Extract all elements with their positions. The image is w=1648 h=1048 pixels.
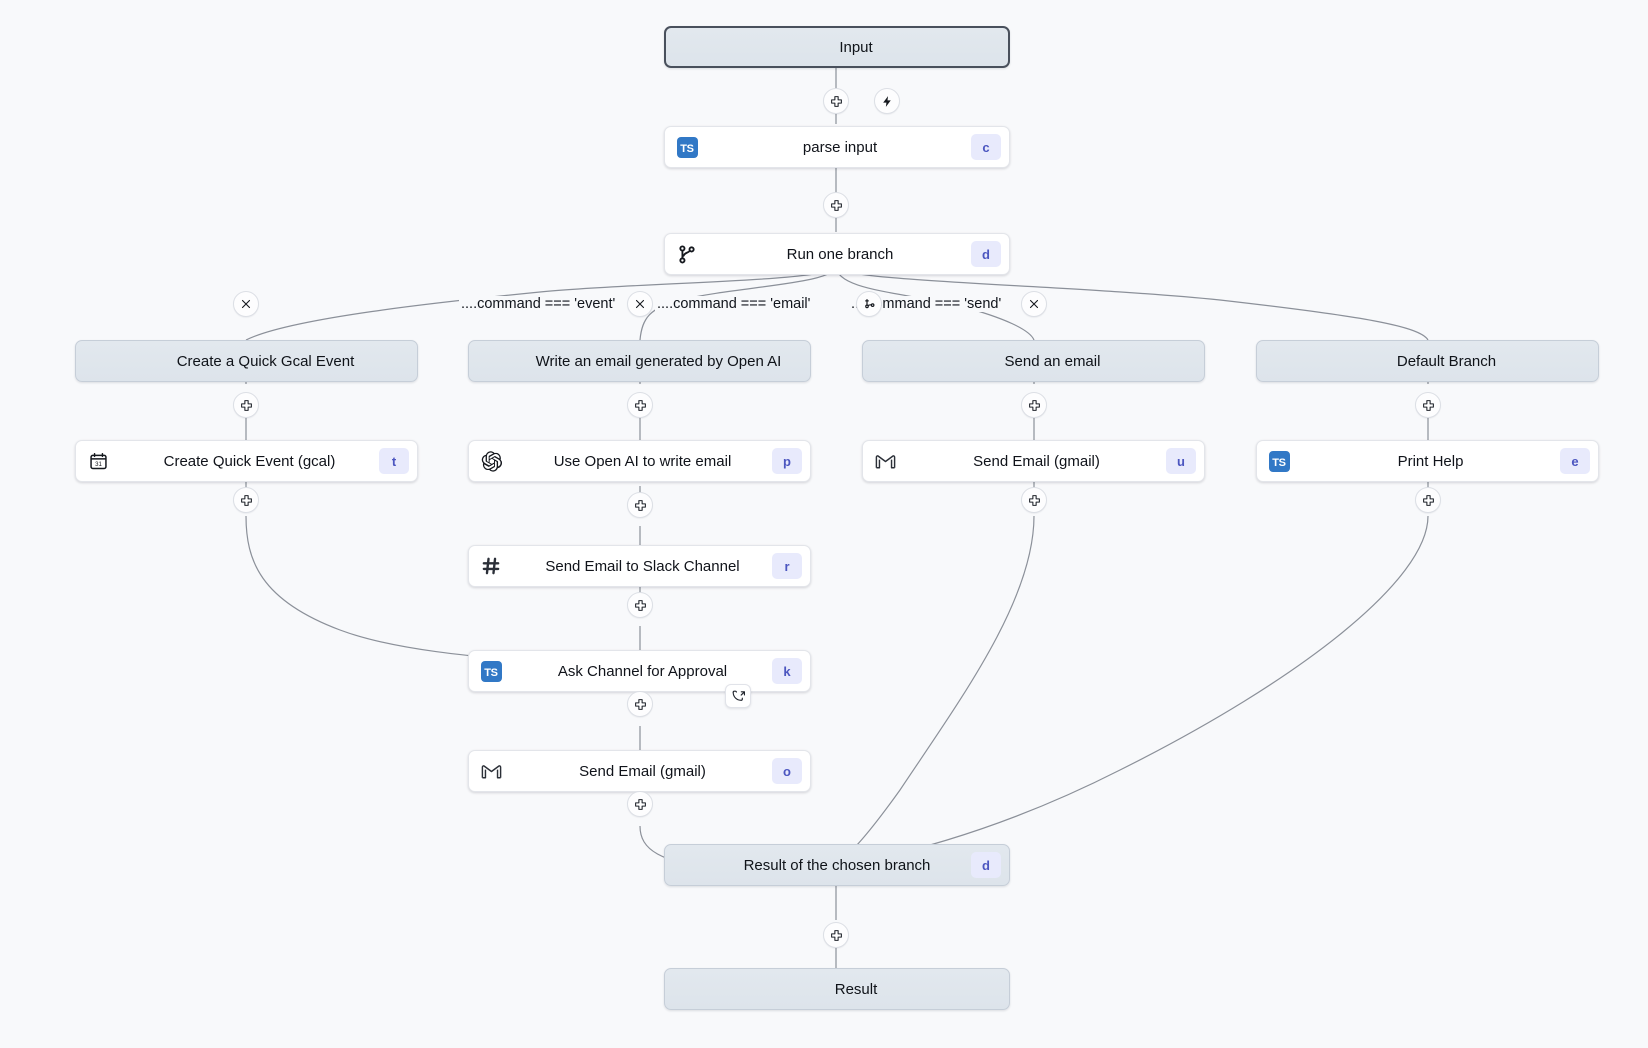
branch-header-send[interactable]: Send an email (862, 340, 1205, 382)
node-send-email-slack[interactable]: Send Email to Slack Channel r (468, 545, 811, 587)
typescript-icon: TS (1257, 450, 1301, 472)
branch-header-event[interactable]: Create a Quick Gcal Event (75, 340, 418, 382)
branch-condition-email: ....command === 'email' (655, 296, 813, 312)
plus-icon (1422, 494, 1434, 506)
plus-icon (830, 929, 842, 941)
node-parse-input-shortcut[interactable]: c (971, 134, 1001, 160)
add-step-handle[interactable] (627, 791, 653, 817)
remove-branch-button[interactable] (1021, 291, 1047, 317)
node-run-one-branch-label: Run one branch (786, 245, 894, 263)
node-parse-input-label: parse input (802, 138, 878, 156)
gmail-icon (469, 760, 513, 783)
node-run-one-branch[interactable]: Run one branch d (664, 233, 1010, 275)
lightning-icon (882, 95, 891, 107)
node-send-email-gmail-right[interactable]: Send Email (gmail) u (862, 440, 1205, 482)
branch-icon (665, 243, 709, 265)
plus-icon (634, 798, 646, 810)
node-run-one-branch-shortcut[interactable]: d (971, 241, 1001, 267)
node-send-email-gmail-mid[interactable]: Send Email (gmail) o (468, 750, 811, 792)
node-send-email-gmail-mid-label: Send Email (gmail) (579, 762, 706, 780)
branch-header-send-label: Send an email (1004, 352, 1101, 370)
suspend-resume-icon (732, 690, 745, 701)
node-ask-channel-approval-shortcut[interactable]: k (772, 658, 802, 684)
node-print-help-label: Print Help (1397, 452, 1464, 470)
plus-icon (240, 399, 252, 411)
gmail-icon (863, 450, 907, 473)
add-step-handle[interactable] (233, 487, 259, 513)
node-openai-write-email[interactable]: Use Open AI to write email p (468, 440, 811, 482)
add-step-handle[interactable] (823, 192, 849, 218)
plus-icon (1028, 399, 1040, 411)
add-step-handle[interactable] (627, 392, 653, 418)
node-send-email-gmail-mid-shortcut[interactable]: o (772, 758, 802, 784)
add-step-handle[interactable] (1415, 487, 1441, 513)
suspend-resume-badge[interactable] (725, 684, 751, 708)
add-step-handle[interactable] (823, 922, 849, 948)
branch-condition-event: ....command === 'event' (459, 296, 618, 312)
node-result-of-chosen-branch[interactable]: Result of the chosen branch d (664, 844, 1010, 886)
slack-icon (469, 555, 513, 577)
branch-header-default[interactable]: Default Branch (1256, 340, 1599, 382)
close-icon (635, 299, 645, 309)
node-openai-write-email-shortcut[interactable]: p (772, 448, 802, 474)
node-input-label: Input (839, 38, 873, 56)
plus-icon (634, 698, 646, 710)
add-step-handle[interactable] (1021, 392, 1047, 418)
node-send-email-gmail-right-label: Send Email (gmail) (973, 452, 1100, 470)
node-ask-channel-approval-label: Ask Channel for Approval (557, 662, 728, 680)
node-openai-write-email-label: Use Open AI to write email (553, 452, 732, 470)
openai-icon (469, 450, 513, 473)
plus-icon (1028, 494, 1040, 506)
plus-icon (830, 95, 842, 107)
node-send-email-slack-shortcut[interactable]: r (772, 553, 802, 579)
add-step-handle[interactable] (627, 691, 653, 717)
node-create-quick-event-shortcut[interactable]: t (379, 448, 409, 474)
remove-branch-button[interactable] (233, 291, 259, 317)
node-result-label: Result (834, 980, 878, 998)
plus-icon (634, 499, 646, 511)
plus-icon (830, 199, 842, 211)
remove-branch-button[interactable] (627, 291, 653, 317)
calendar-icon: 31 (76, 451, 120, 472)
plus-icon (240, 494, 252, 506)
node-print-help[interactable]: TS Print Help e (1256, 440, 1599, 482)
plus-icon (1422, 399, 1434, 411)
branch-header-email-label: Write an email generated by Open AI (535, 352, 782, 370)
node-parse-input[interactable]: TS parse input c (664, 126, 1010, 168)
node-result-of-chosen-branch-label: Result of the chosen branch (743, 856, 931, 874)
add-step-handle[interactable] (1021, 487, 1047, 513)
plus-icon (634, 599, 646, 611)
svg-text:31: 31 (95, 460, 102, 467)
node-send-email-gmail-right-shortcut[interactable]: u (1166, 448, 1196, 474)
add-branch-button[interactable] (856, 291, 882, 317)
node-create-quick-event-label: Create Quick Event (gcal) (163, 452, 336, 470)
add-step-handle[interactable] (627, 492, 653, 518)
node-send-email-slack-label: Send Email to Slack Channel (545, 557, 740, 575)
node-input[interactable]: Input (664, 26, 1010, 68)
node-print-help-shortcut[interactable]: e (1560, 448, 1590, 474)
branch-header-event-label: Create a Quick Gcal Event (176, 352, 355, 370)
node-result[interactable]: Result (664, 968, 1010, 1010)
close-icon (1029, 299, 1039, 309)
add-step-handle[interactable] (823, 88, 849, 114)
close-icon (241, 299, 251, 309)
node-create-quick-event[interactable]: 31 Create Quick Event (gcal) t (75, 440, 418, 482)
typescript-icon: TS (665, 136, 709, 158)
typescript-icon: TS (469, 660, 513, 682)
add-step-handle[interactable] (1415, 392, 1441, 418)
add-branch-icon (864, 298, 874, 308)
node-ask-channel-approval[interactable]: TS Ask Channel for Approval k (468, 650, 811, 692)
branch-header-default-label: Default Branch (1396, 352, 1497, 370)
trigger-handle[interactable] (874, 88, 900, 114)
node-result-of-chosen-branch-shortcut[interactable]: d (971, 852, 1001, 878)
add-step-handle[interactable] (627, 592, 653, 618)
plus-icon (634, 399, 646, 411)
add-step-handle[interactable] (233, 392, 259, 418)
branch-header-email[interactable]: Write an email generated by Open AI (468, 340, 811, 382)
